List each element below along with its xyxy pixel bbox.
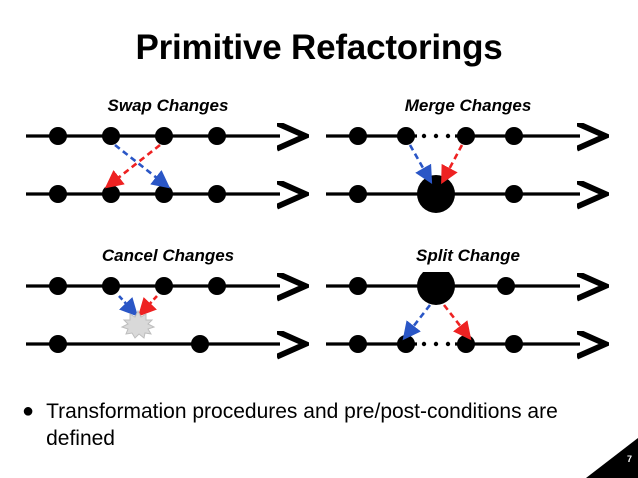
wedge-triangle [586,438,638,478]
diagram-svg-cancel [26,272,318,372]
bullet-list: ● Transformation procedures and pre/post… [22,398,618,452]
slide-number: 7 [626,454,632,464]
diagram-swap-changes: Swap Changes [18,96,318,241]
diagram-grid: Swap Changes [0,96,638,386]
diagram-heading-split: Split Change [416,246,520,265]
diagram-heading-merge: Merge Changes [404,96,532,115]
diagram-heading-cancel: Cancel Changes [101,246,235,265]
page-title: Primitive Refactorings [135,28,503,67]
diagram-heading-swap: Swap Changes [107,96,229,115]
diagram-svg-merge [326,122,618,213]
diagram-split-change: Split Change [318,246,618,391]
diagram-merge-changes: Merge Changes [318,96,618,241]
diagram-svg-swap [26,122,318,222]
burst-shape [120,309,156,339]
slide-number-wedge: 7 [586,438,638,478]
diagram-svg-split [326,272,618,372]
bullet-text: Transformation procedures and pre/post-c… [46,400,558,450]
bullet-marker-icon: ● [22,400,35,422]
diagram-cancel-changes: Cancel Changes [18,246,318,391]
